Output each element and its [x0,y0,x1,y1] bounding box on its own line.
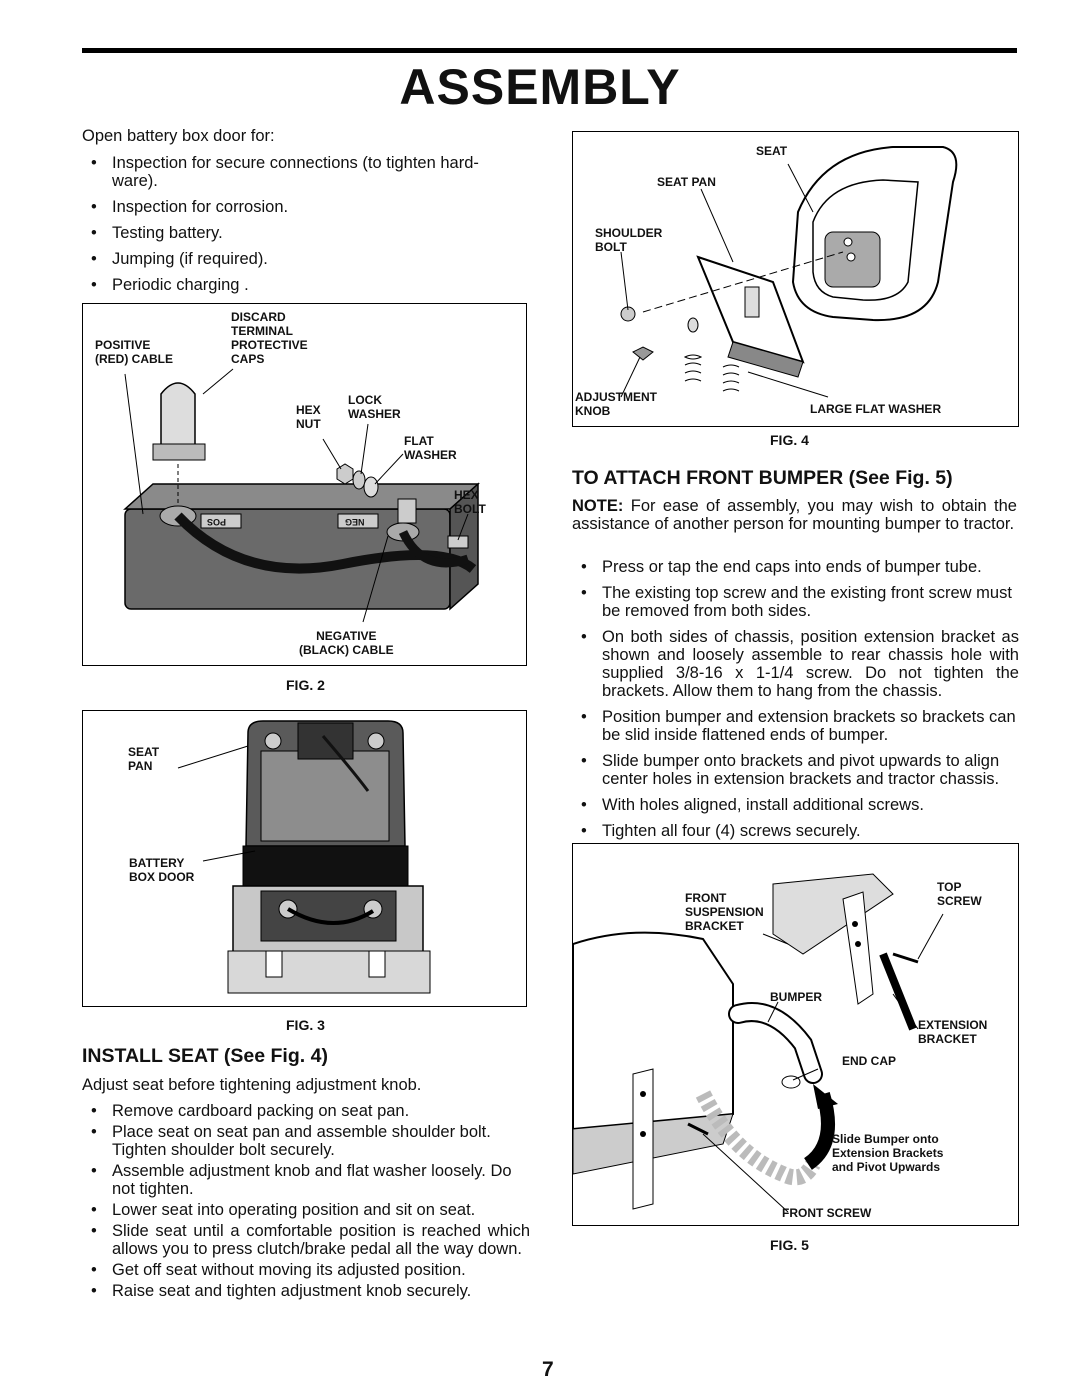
list-item: Position bumper and extension brackets s… [572,708,1019,744]
list-item: Press or tap the end caps into ends of b… [572,558,1019,576]
list-item: Slide seat until a comfortable position … [82,1222,530,1258]
install-seat-bullets: Remove cardboard packing on seat pan. Pl… [82,1102,530,1300]
list-item: Periodic charging . [82,276,527,294]
list-item: Jumping (if required). [82,250,527,268]
list-item: Lower seat into operating position and s… [82,1201,530,1219]
list-item: With holes aligned, install additional s… [572,796,1019,814]
bumper-heading: TO ATTACH FRONT BUMPER (See Fig. 5) [572,467,953,489]
fig5-bumper-diagram: FRONT SUSPENSION BRACKET TOP SCREW BUMPE… [572,843,1019,1226]
bumper-illustration [573,873,944,1213]
battery-bullets: Inspection for secure connections (to ti… [82,154,527,294]
list-item: Slide bumper onto brackets and pivot upw… [572,752,1019,788]
seat-illustration [620,146,958,398]
label-negative-cable: NEGATIVE (BLACK) CABLE [299,629,394,657]
label-large-flat-washer: LARGE FLAT WASHER [810,402,942,416]
list-item: Place seat on seat pan and assemble shou… [82,1123,530,1159]
label-seat-pan: SEAT PAN [657,175,716,189]
label-discard-caps: DISCARD TERMINAL PROTECTIVE CAPS [231,310,308,366]
list-item: Get off seat without moving its adjusted… [82,1261,530,1279]
label-positive-cable: POSITIVE (RED) CABLE [95,338,173,366]
fig4-caption: FIG. 4 [770,432,809,448]
label-hex-bolt: HEX BOLT [454,488,486,516]
fig5-caption: FIG. 5 [770,1237,809,1253]
page-number: 7 [542,1358,554,1381]
seatpan-illustration [177,720,431,994]
page-title: ASSEMBLY [399,59,681,115]
label-end-cap: END CAP [842,1054,897,1068]
note-text: For ease of assembly, you may wish to ob… [572,497,1017,533]
list-item: Testing battery. [82,224,527,242]
bumper-note: NOTE: For ease of assembly, you may wish… [572,497,1017,533]
install-seat-heading: INSTALL SEAT (See Fig. 4) [82,1045,328,1067]
list-item: Tighten all four (4) screws securely. [572,822,1019,840]
header-rule [82,48,1017,53]
list-item: The existing top screw and the existing … [572,584,1019,620]
fig4-seat-diagram: SEAT SEAT PAN SHOULDER BOLT ADJUSTMENT K… [572,131,1019,427]
label-slide-note: Slide Bumper onto Extension Brackets and… [832,1132,944,1174]
bumper-bullets: Press or tap the end caps into ends of b… [572,558,1019,840]
list-item: Inspection for corrosion. [82,198,527,216]
battery-illustration [123,368,480,623]
label-front-suspension-bracket: FRONT SUSPENSION BRACKET [685,891,764,933]
label-front-screw: FRONT SCREW [782,1206,872,1220]
list-item: Assemble adjustment knob and flat washer… [82,1162,530,1198]
label-battery-box-door: BATTERY BOX DOOR [129,856,195,884]
pos-marking: POS [207,517,227,527]
battery-intro: Open battery box door for: [82,127,275,145]
fig2-battery-diagram: POSITIVE (RED) CABLE DISCARD TERMINAL PR… [82,303,527,666]
note-label: NOTE: [572,497,624,515]
label-adjustment-knob: ADJUSTMENT KNOB [575,390,658,418]
list-item: Raise seat and tighten adjustment knob s… [82,1282,530,1300]
list-item: Remove cardboard packing on seat pan. [82,1102,530,1120]
list-item: On both sides of chassis, position exten… [572,628,1019,700]
label-lock-washer: LOCK WASHER [348,393,401,421]
label-seat-pan: SEAT PAN [128,745,160,773]
label-hex-nut: HEX NUT [296,403,321,431]
fig3-caption: FIG. 3 [286,1017,325,1033]
fig2-caption: FIG. 2 [286,677,325,693]
label-shoulder-bolt: SHOULDER BOLT [595,226,663,254]
label-top-screw: TOP SCREW [937,880,982,908]
install-seat-intro: Adjust seat before tightening adjustment… [82,1076,422,1094]
fig3-seatpan-diagram: SEAT PAN BATTERY BOX DOOR [82,710,527,1007]
label-seat: SEAT [756,144,788,158]
neg-marking: NEG [345,517,365,527]
label-flat-washer: FLAT WASHER [404,434,457,462]
label-extension-bracket: EXTENSION BRACKET [918,1018,988,1046]
label-bumper: BUMPER [770,990,823,1004]
list-item: Inspection for secure connections (to ti… [82,154,527,190]
